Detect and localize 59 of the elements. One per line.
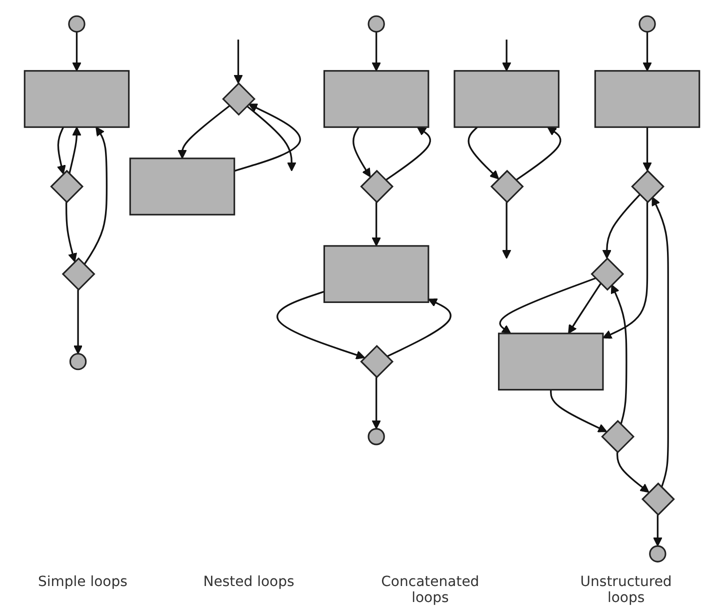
node-diamond — [50, 170, 84, 204]
arrow — [352, 126, 371, 178]
arrow — [372, 377, 381, 430]
node-diamond — [222, 82, 256, 116]
arrow — [276, 290, 366, 360]
arrow — [386, 298, 452, 358]
node-box — [594, 70, 700, 128]
arrow — [73, 290, 83, 354]
node-diamond — [490, 170, 524, 204]
node-box — [498, 332, 604, 390]
arrow — [602, 202, 648, 339]
node-box — [129, 158, 236, 216]
arrow — [602, 194, 640, 259]
caption: Unstructured loops — [579, 574, 673, 606]
arrow — [65, 202, 78, 262]
arrow — [246, 105, 296, 172]
node-box — [323, 245, 430, 303]
node-circle — [368, 15, 385, 33]
arrow — [610, 284, 628, 425]
arrow — [550, 390, 608, 432]
arrow — [642, 32, 652, 72]
node-box — [454, 70, 560, 128]
arrow — [178, 105, 230, 159]
arrow — [515, 126, 562, 181]
arrow — [642, 127, 652, 172]
arrow — [84, 126, 108, 266]
node-diamond — [360, 170, 394, 204]
caption: Simple loops — [38, 574, 128, 592]
arrow — [502, 40, 512, 72]
caption: Nested loops — [203, 574, 294, 592]
node-diamond — [641, 482, 675, 516]
arrow — [653, 514, 662, 546]
arrow — [502, 202, 512, 259]
node-diamond — [590, 257, 624, 291]
node-circle — [68, 15, 86, 33]
arrow — [234, 40, 243, 84]
node-circle — [69, 353, 87, 370]
node-box — [24, 70, 130, 128]
arrow — [56, 126, 66, 174]
arrow — [385, 126, 431, 181]
node-diamond — [62, 257, 96, 291]
arrow — [372, 32, 381, 72]
arrow — [499, 278, 596, 334]
node-circle — [638, 15, 656, 33]
node-diamond — [631, 170, 665, 204]
arrow — [68, 126, 82, 174]
node-box — [323, 70, 430, 128]
node-circle — [649, 545, 666, 562]
arrow — [652, 196, 669, 488]
arrow — [372, 202, 381, 246]
arrow — [234, 104, 301, 172]
arrow — [468, 126, 500, 180]
arrow — [616, 452, 650, 493]
node-circle — [368, 428, 385, 446]
caption: Concatenated loops — [380, 574, 480, 606]
node-diamond — [360, 344, 394, 378]
arrow — [568, 283, 602, 334]
node-diamond — [601, 420, 635, 454]
arrow — [72, 32, 82, 72]
